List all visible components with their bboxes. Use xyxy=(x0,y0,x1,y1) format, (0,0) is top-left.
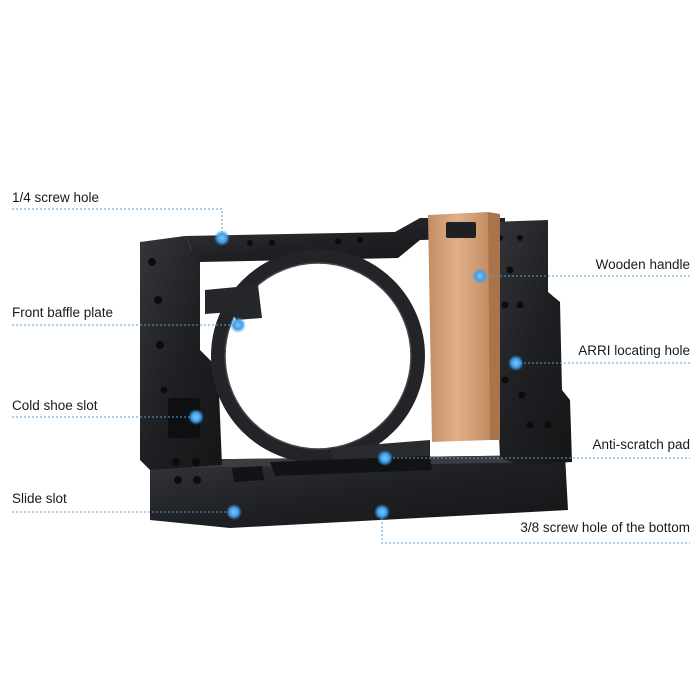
leader-line-screw-hole-bottom xyxy=(381,514,690,544)
cold-shoe-slot-recess xyxy=(168,398,200,438)
label-arri-locating-hole: ARRI locating hole xyxy=(578,343,690,358)
top-bar xyxy=(185,218,505,262)
marker-cold-shoe-slot xyxy=(188,409,204,425)
top-bar-holes xyxy=(247,237,363,246)
label-screw-hole-quarter: 1/4 screw hole xyxy=(12,190,100,205)
marker-front-baffle-plate xyxy=(230,317,246,333)
callout-markers xyxy=(188,230,524,520)
marker-slide-slot xyxy=(226,504,242,520)
label-anti-scratch-pad: Anti-scratch pad xyxy=(592,437,690,452)
marker-anti-scratch-pad xyxy=(377,450,393,466)
wooden-handle-edge xyxy=(488,212,500,440)
wooden-handle-body xyxy=(428,212,492,442)
label-cold-shoe-slot: Cold shoe slot xyxy=(12,398,98,413)
label-front-baffle-plate: Front baffle plate xyxy=(12,305,114,320)
leader-lines xyxy=(12,208,690,544)
camera-cage xyxy=(140,212,572,528)
label-screw-hole-bottom: 3/8 screw hole of the bottom xyxy=(520,520,690,535)
marker-screw-hole-bottom xyxy=(374,504,390,520)
right-side-frame xyxy=(490,220,572,465)
right-frame-holes xyxy=(497,235,552,429)
front-baffle-tab xyxy=(205,285,262,320)
marker-wooden-handle xyxy=(472,268,488,284)
handle-top-screw-block xyxy=(446,222,476,238)
lens-ring-bridge xyxy=(330,440,430,462)
leader-line-screw-hole-quarter xyxy=(12,208,223,236)
label-slide-slot: Slide slot xyxy=(12,491,67,506)
marker-arri-locating-hole xyxy=(508,355,524,371)
lens-ring-highlight xyxy=(224,262,412,450)
label-wooden-handle: Wooden handle xyxy=(595,257,690,272)
anti-scratch-pad-left xyxy=(232,466,264,482)
left-frame-holes xyxy=(148,258,201,484)
lens-ring-outer xyxy=(211,249,425,463)
marker-screw-hole-quarter xyxy=(214,230,230,246)
